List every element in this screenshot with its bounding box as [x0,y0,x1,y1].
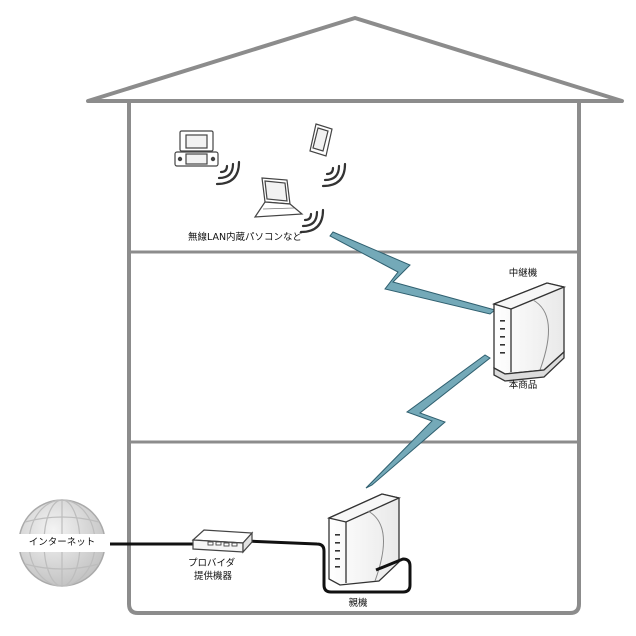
wifi-waves-icon [215,160,241,186]
ethernet-cable [103,539,412,594]
router-icon [326,493,402,586]
smartphone-icon [309,123,333,157]
provider-label-line1: プロバイダ [188,558,236,569]
wireless-link-lower [365,354,491,489]
router-icon [492,282,567,382]
internet-label: インターネット [28,537,96,548]
wireless-link-upper [329,231,497,315]
house-walls [127,101,581,615]
modem-icon [191,529,254,554]
handheld-game-icon [174,130,219,167]
parent-router-label: 親機 [348,598,368,609]
house [86,16,624,615]
laptop-icon [253,177,304,218]
wireless-devices-label: 無線LAN内蔵パソコンなど [187,232,303,243]
globe-icon [14,499,110,587]
wifi-waves-icon [321,162,347,188]
wifi-waves-icon [299,208,325,234]
this-product-label: 本商品 [508,380,538,391]
provider-label-line2: 提供機器 [194,571,233,582]
repeater-label: 中継機 [508,268,538,279]
house-roof [86,16,624,103]
